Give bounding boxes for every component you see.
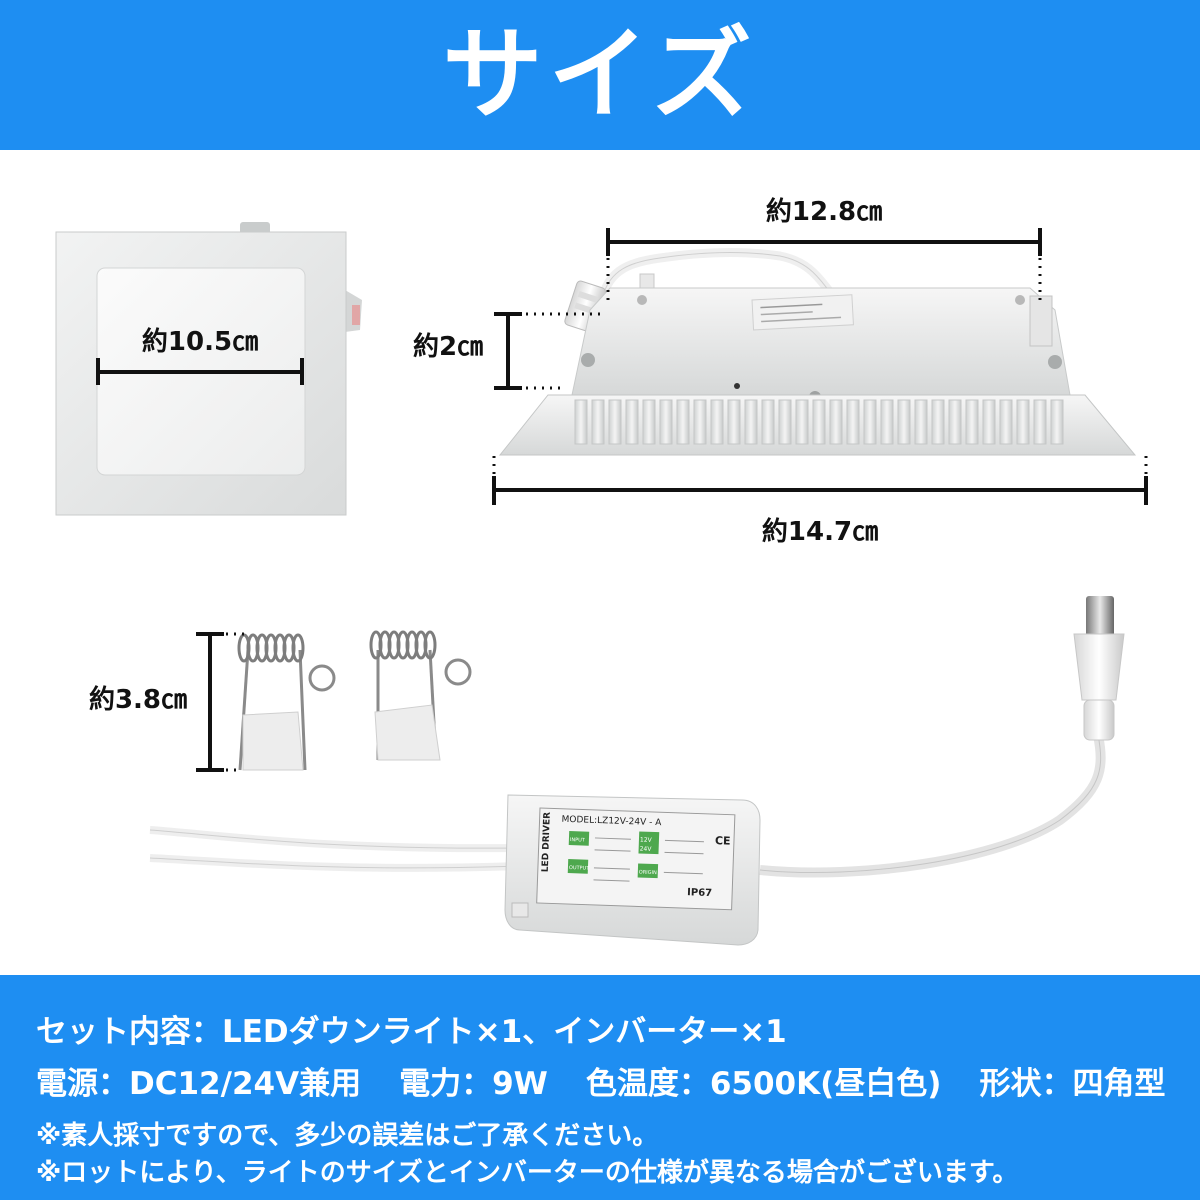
- driver-12v: 12V: [640, 837, 653, 844]
- product-illustration: 約10.5㎝: [55, 196, 1148, 946]
- heat-sink-fin: [795, 399, 809, 445]
- heat-sink-fin: [846, 399, 860, 445]
- dimension-spring-clip: 約3.8㎝: [89, 632, 245, 772]
- heat-sink-fin: [676, 399, 690, 445]
- set-contents: セット内容：LEDダウンライト×1、インバーター×1: [36, 1014, 787, 1050]
- heat-sink-fin: [897, 399, 911, 445]
- driver-brand: LED DRIVER: [541, 812, 553, 873]
- spring-clip-left: [237, 633, 336, 771]
- heat-sink-fin: [1050, 399, 1064, 445]
- spec-color-temperature: 色温度：6500K(昼白色): [585, 1066, 942, 1102]
- spec-power-source: 電源：DC12/24V兼用: [36, 1066, 362, 1102]
- heat-sink-fin: [880, 399, 894, 445]
- heat-sink-fin: [727, 399, 741, 445]
- heat-sink-fin: [914, 399, 928, 445]
- dimension-side-height: 約2㎝: [413, 312, 600, 390]
- heat-sink-fin: [761, 399, 775, 445]
- spring-coil: [423, 630, 437, 660]
- page-title: サイズ: [442, 16, 758, 133]
- heat-sink-fin: [829, 399, 843, 445]
- dimension-label-front: 約10.5㎝: [142, 326, 258, 357]
- heat-sink-fin: [863, 399, 877, 445]
- led-driver: MODEL:LZ12V-24V - A LED DRIVER INPUT OUT…: [149, 596, 1125, 946]
- heat-sink-fin: [642, 399, 656, 445]
- footer-bar: [0, 975, 1200, 1200]
- heat-sink-fin: [710, 399, 724, 445]
- header-bar: [0, 0, 1200, 150]
- spec-wattage: 電力：9W: [399, 1066, 548, 1102]
- spring-clip-right: [369, 630, 472, 761]
- heat-sink-fin: [778, 399, 792, 445]
- heat-sink-fin: [931, 399, 945, 445]
- dimension-label-spring-clip: 約3.8㎝: [89, 684, 187, 715]
- dimension-front-inner: 約10.5㎝: [96, 326, 304, 385]
- dimension-label-side-height: 約2㎝: [413, 331, 483, 362]
- note-lot-variation: ※ロットにより、ライトのサイズとインバーターの仕様が異なる場合がございます。: [36, 1158, 1019, 1188]
- heat-sink-fin: [744, 399, 758, 445]
- driver-model: MODEL:LZ12V-24V - A: [561, 815, 662, 829]
- heat-sink-fin: [574, 399, 588, 445]
- heat-sink-fin: [999, 399, 1013, 445]
- spring-coil: [291, 633, 305, 663]
- driver-input: INPUT: [570, 837, 586, 844]
- heat-sink-fin: [693, 399, 707, 445]
- spec-line: 電源：DC12/24V兼用 電力：9W 色温度：6500K(昼白色) 形状：四角型: [36, 1058, 1165, 1103]
- dimension-back-width: 約12.8㎝: [606, 196, 1042, 300]
- heat-sink-fin: [608, 399, 622, 445]
- driver-24v: 24V: [640, 846, 653, 853]
- heat-sink-fin: [948, 399, 962, 445]
- led-panel-front: [55, 222, 362, 516]
- dimension-total-width: 約14.7㎝: [492, 456, 1148, 547]
- driver-ce: CE: [715, 834, 731, 848]
- heat-sink-fin: [982, 399, 996, 445]
- led-panel-back: [498, 247, 1137, 456]
- heat-sink-fin: [625, 399, 639, 445]
- driver-origin: ORIGIN: [639, 869, 657, 876]
- dimension-label-total-width: 約14.7㎝: [762, 516, 878, 547]
- driver-output: OUTPUT: [569, 865, 591, 872]
- spec-shape: 形状：四角型: [979, 1066, 1166, 1102]
- heat-sink-fin: [965, 399, 979, 445]
- heat-sink-fin: [1033, 399, 1047, 445]
- heat-sink-fin: [1016, 399, 1030, 445]
- heat-sink-fin: [812, 399, 826, 445]
- note-measurement: ※素人採寸ですので、多少の誤差はご了承ください。: [36, 1121, 659, 1151]
- dimension-label-back-width: 約12.8㎝: [766, 196, 882, 227]
- heat-sink-fin: [659, 399, 673, 445]
- heat-sink-fin: [591, 399, 605, 445]
- driver-ip: IP67: [687, 887, 712, 899]
